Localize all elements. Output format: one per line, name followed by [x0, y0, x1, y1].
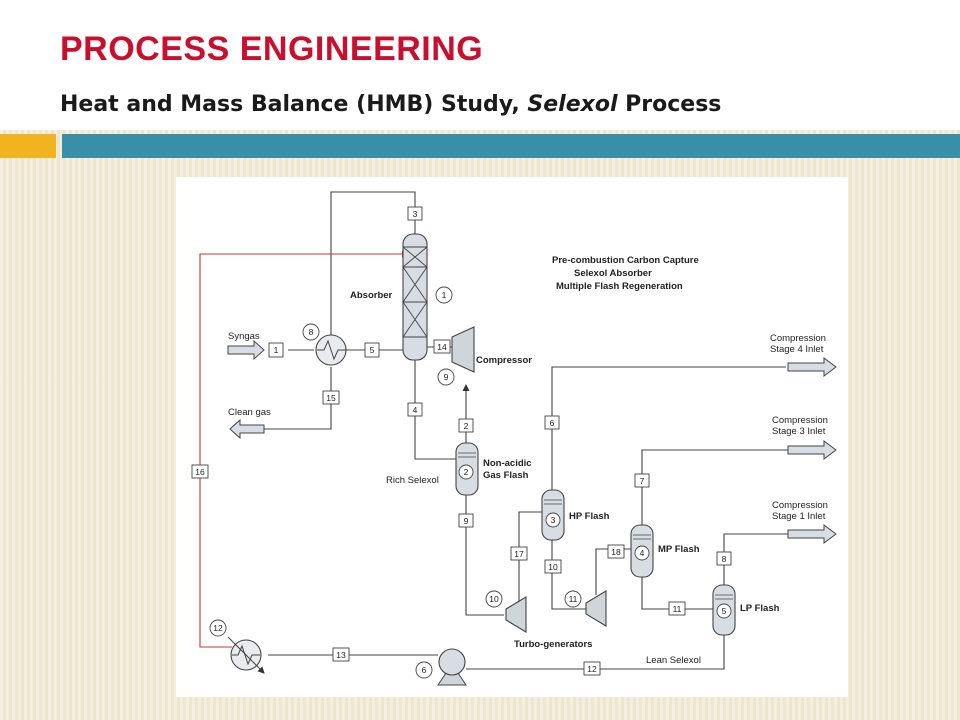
stream-17: 17	[514, 549, 524, 559]
rich-selexol-label: Rich Selexol	[386, 475, 439, 486]
line-12	[466, 632, 725, 670]
line-17	[518, 511, 544, 602]
stream-13: 13	[336, 650, 346, 660]
line-clean-gas	[254, 367, 332, 430]
clean-gas-arrow	[229, 418, 265, 440]
line-6	[551, 366, 786, 492]
stream-7: 7	[640, 476, 645, 486]
slide-subtitle: Heat and Mass Balance (HMB) Study, Selex…	[60, 92, 721, 117]
process-lines	[254, 191, 788, 670]
stage1-label-1: Compression	[772, 500, 828, 511]
heading-line-2: Selexol Absorber	[574, 268, 652, 279]
line-16	[199, 250, 409, 648]
equip-1: 1	[442, 290, 447, 300]
non-acidic-label-1: Non-acidic	[483, 458, 532, 469]
equip-5: 5	[722, 606, 727, 616]
equip-4: 4	[640, 548, 645, 558]
stream-boxes	[191, 206, 732, 676]
block-arrows	[227, 339, 837, 544]
stream-12: 12	[587, 664, 597, 674]
heading-line-1: Pre-combustion Carbon Capture	[552, 255, 699, 266]
stage1-label-2: Stage 1 Inlet	[772, 511, 826, 522]
stream-15: 15	[326, 393, 336, 403]
stream-2: 2	[464, 421, 469, 431]
stream-11: 11	[673, 604, 682, 614]
equip-2: 2	[464, 467, 469, 477]
stage4-label-2: Stage 4 Inlet	[770, 344, 824, 355]
vessel-trays	[458, 452, 733, 600]
line-9	[465, 492, 504, 616]
stream-labels: 1 2 3 4 5 6 7 8 9 10 11 12 13 14 15 16 1…	[195, 209, 726, 674]
equip-6: 6	[422, 665, 427, 675]
stream-8: 8	[722, 554, 727, 564]
slide-title: PROCESS ENGINEERING	[60, 30, 484, 68]
stage3-label-1: Compression	[772, 415, 828, 426]
stream-10: 10	[548, 562, 558, 572]
compressor-label: Compressor	[476, 355, 532, 366]
accent-bar-teal	[62, 134, 960, 158]
stream-3: 3	[413, 209, 418, 219]
stage3-label-2: Stage 3 Inlet	[772, 426, 826, 437]
stream-14: 14	[437, 342, 447, 352]
equipment-circles	[209, 286, 732, 679]
syngas-arrow	[227, 339, 265, 361]
syngas-label: Syngas	[228, 331, 260, 342]
stream-6: 6	[550, 418, 555, 428]
line-11	[641, 575, 714, 610]
subtitle-text: Heat and Mass Balance (HMB) Study,	[60, 92, 528, 117]
line-overhead	[330, 191, 416, 337]
line-rich-selexol	[414, 357, 461, 460]
slide-header: PROCESS ENGINEERING Heat and Mass Balanc…	[0, 0, 960, 130]
hp-flash-label: HP Flash	[569, 511, 610, 522]
lp-flash-label: LP Flash	[740, 603, 780, 614]
turbo-generator-2	[585, 590, 607, 627]
equipment-labels: 1 8 9 2 3 4 5 10 11 6 12	[213, 290, 726, 675]
compressor-shape	[451, 326, 475, 373]
stream-5: 5	[370, 345, 375, 355]
equip-11: 11	[569, 594, 578, 604]
process-flow-diagram: 1 2 3 4 5 6 7 8 9 10 11 12 13 14 15 16 1…	[176, 177, 848, 697]
lean-pump	[437, 648, 467, 686]
stream-9: 9	[464, 516, 469, 526]
stream-1: 1	[274, 345, 279, 355]
stage4-arrow	[787, 357, 837, 377]
mp-flash-label: MP Flash	[658, 544, 700, 555]
equip-12: 12	[213, 623, 223, 633]
equip-8: 8	[309, 327, 314, 337]
subtitle-end: Process	[617, 92, 722, 117]
turbo-label: Turbo-generators	[514, 639, 592, 650]
stream-18: 18	[611, 547, 621, 557]
lean-selexol-label: Lean Selexol	[646, 655, 701, 666]
line-7	[641, 449, 788, 527]
equip-3: 3	[551, 515, 556, 525]
stream-16: 16	[195, 467, 205, 477]
equip-9: 9	[444, 372, 449, 382]
accent-bar-orange	[0, 134, 56, 158]
absorber-column	[402, 233, 428, 361]
lean-cooler	[227, 636, 265, 674]
clean-gas-label: Clean gas	[228, 407, 271, 418]
equip-10: 10	[489, 594, 499, 604]
pfd-svg: 1 2 3 4 5 6 7 8 9 10 11 12 13 14 15 16 1…	[191, 191, 837, 686]
stage3-arrow	[787, 440, 837, 460]
heat-exchanger	[315, 334, 347, 366]
stage4-label-1: Compression	[770, 333, 826, 344]
absorber-label: Absorber	[350, 290, 393, 301]
stage1-arrow	[787, 524, 837, 544]
stream-4: 4	[413, 405, 418, 415]
heading-line-3: Multiple Flash Regeneration	[556, 281, 683, 292]
line-8	[723, 533, 788, 587]
non-acidic-label-2: Gas Flash	[483, 470, 529, 481]
subtitle-italic: Selexol	[527, 92, 618, 117]
turbo-generator-1	[505, 596, 527, 633]
